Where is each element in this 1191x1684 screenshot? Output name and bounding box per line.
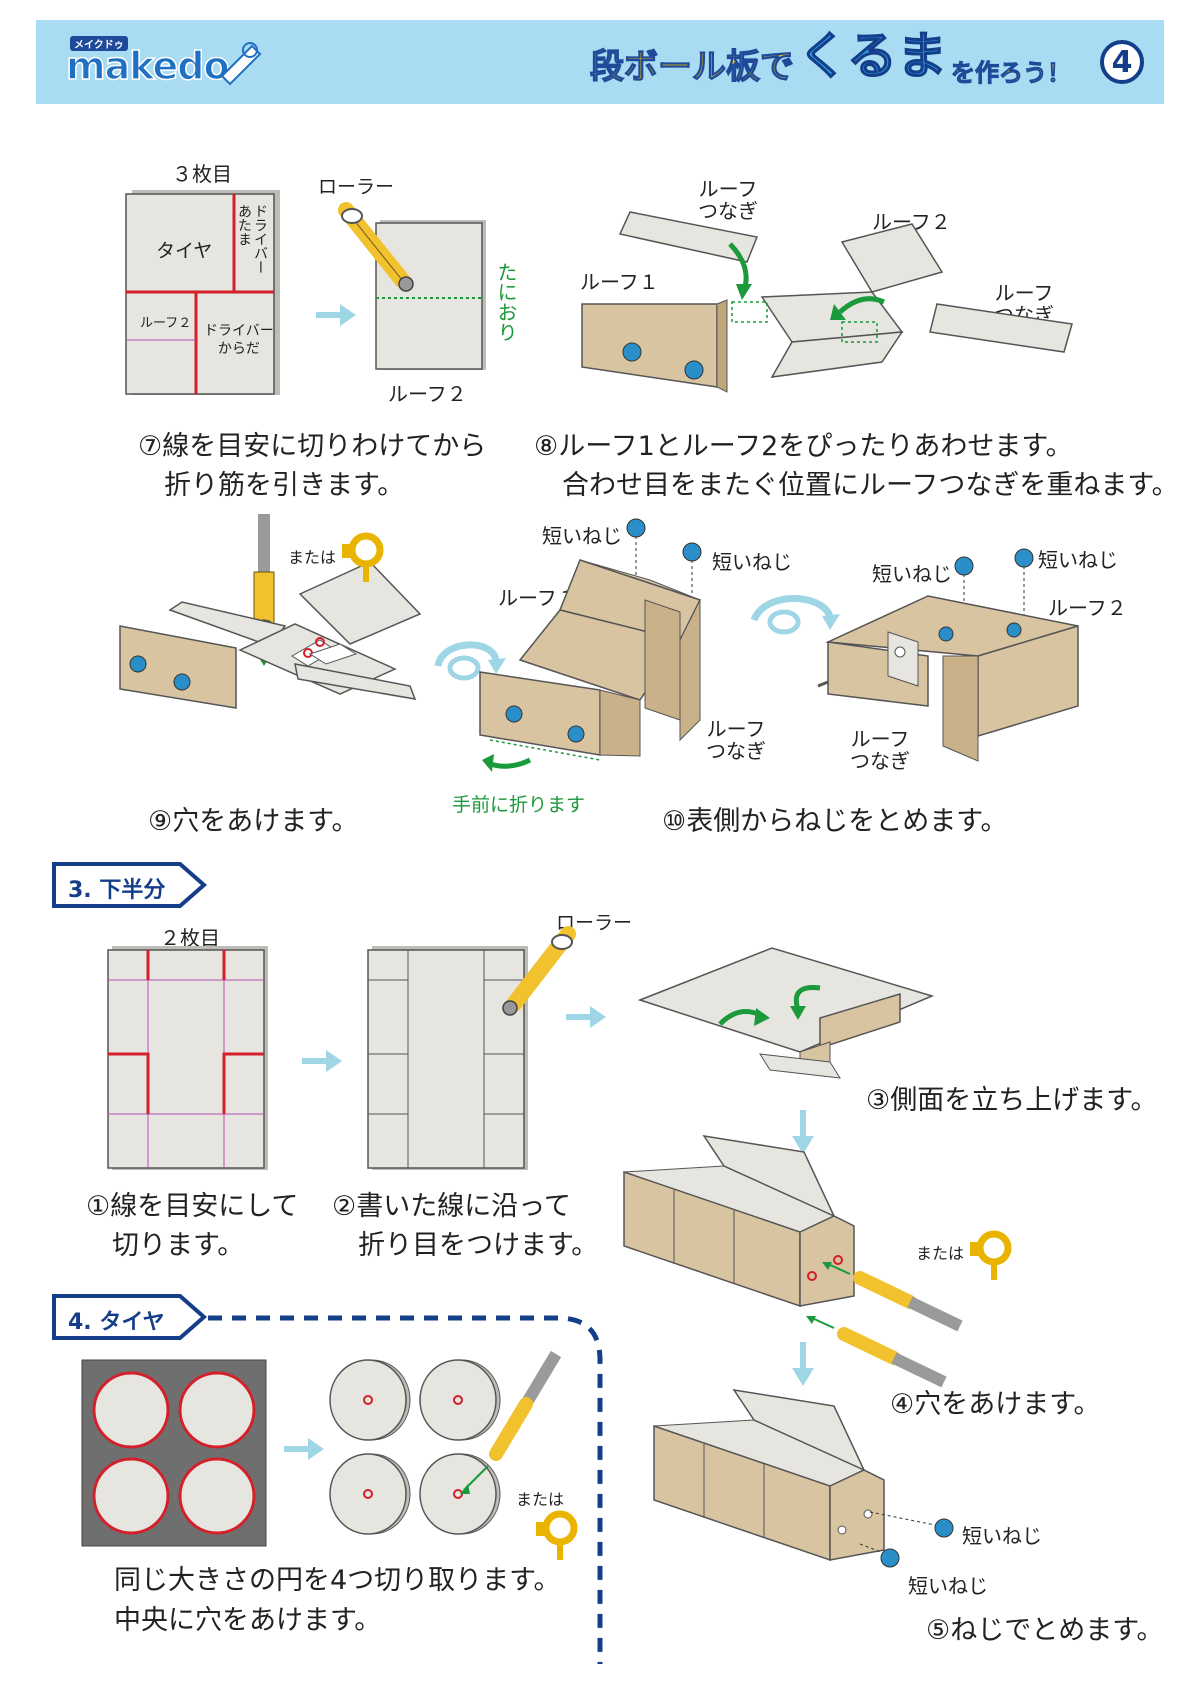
step9-text: ⑨穴をあけます。: [148, 806, 359, 837]
s3-step1-line2: 切ります。: [112, 1230, 245, 1261]
sheet3-part-tire: タイヤ: [156, 240, 213, 262]
short-screw-label-6: 短いねじ: [908, 1574, 988, 1598]
s4-line2: 中央に穴をあけます。: [114, 1605, 382, 1636]
short-screw-label-3: 短いねじ: [872, 562, 952, 586]
or-label-step9: または: [288, 548, 337, 567]
rotate-arrow-icon-2: [750, 595, 840, 635]
title-part1: 段ボール板で: [589, 46, 794, 87]
roof2-sheet-label: ルーフ２: [388, 382, 467, 406]
sheet3-part-roof2: ルーフ２: [140, 316, 192, 331]
hand-drill-icon-3: [536, 1510, 578, 1560]
short-screw-label-2: 短いねじ: [712, 550, 792, 574]
down-arrow-icon-1: [792, 1110, 814, 1154]
roof2-label-mid: ルーフ２: [1048, 596, 1127, 620]
tire-sheet-diagram: [81, 1359, 267, 1547]
or-label-step4: または: [916, 1244, 965, 1263]
roof-connector-mid-label-2: ルーフつなぎ: [850, 727, 910, 773]
section3-label: 3. 下半分: [68, 878, 166, 903]
roller-icon-2: [502, 926, 576, 1016]
step9-diagram: [119, 514, 422, 709]
or-label-step-tire: または: [516, 1490, 565, 1509]
short-screw-label-1: 短いねじ: [542, 524, 622, 548]
title-part2: を作ろう！: [951, 59, 1072, 88]
tire-discs-diagram: [329, 1350, 562, 1535]
logo-small-text: メイクドゥ: [70, 36, 128, 51]
roof-connector-mid-label: ルーフつなぎ: [706, 717, 766, 763]
right-arrow-icon-4: [284, 1438, 324, 1460]
right-arrow-icon-2: [302, 1050, 342, 1072]
roof1-label-top: ルーフ１: [580, 270, 659, 294]
hand-drill-icon: [342, 532, 384, 582]
right-arrow-icon-3: [566, 1006, 606, 1028]
rotate-arrow-icon: [434, 641, 506, 681]
sheet3-part-driver-head: ドライバーあたま: [236, 204, 268, 274]
step5-diagram: [653, 1388, 885, 1562]
step7-line1: ⑦線を目安に切りわけてから: [138, 431, 487, 462]
roller-icon: [338, 202, 414, 292]
s3-step3: ③側面を立ち上げます。: [866, 1085, 1158, 1116]
title-big: くるま: [797, 26, 948, 86]
sheet3-diagram: [125, 190, 280, 395]
roller-label-2: ローラー: [556, 912, 633, 934]
step10-right-diagram: [817, 548, 1079, 762]
awl-icons: [806, 1262, 963, 1388]
logo-text: makedo: [65, 43, 230, 89]
step10-left-diagram: [479, 518, 702, 772]
right-arrow-icon: [316, 304, 356, 326]
section4-dashed-border: [208, 1315, 603, 1664]
header-banner: [36, 20, 1164, 104]
step7-line2: 折り筋を引きます。: [164, 470, 405, 501]
short-screw-label-5: 短いねじ: [962, 1524, 1042, 1548]
roof-connector-top-label: ルーフつなぎ: [698, 177, 758, 223]
section4-badge: 4. タイヤ: [52, 1294, 212, 1340]
s3-step2-line1: ②書いた線に沿って: [332, 1191, 571, 1222]
step10-text: ⑩表側からねじをとめます。: [662, 806, 1008, 837]
makedo-logo: メイクドゥ makedo: [65, 36, 262, 89]
s3-step2-line2: 折り目をつけます。: [358, 1230, 599, 1261]
step3-diagram: [637, 947, 935, 1079]
screw-icons: [859, 1511, 954, 1568]
short-screw-label-4: 短いねじ: [1038, 548, 1118, 572]
fold-forward-label: 手前に折ります: [452, 794, 586, 816]
roller-label: ローラー: [318, 176, 395, 198]
logo-tool-icon: [220, 42, 262, 86]
section4-label: 4. タイヤ: [68, 1310, 165, 1335]
roof2-sheet-diagram: [375, 220, 486, 370]
sheet3-label: ３枚目: [172, 162, 232, 186]
s3-step4: ④穴をあけます。: [890, 1389, 1101, 1420]
step8-line2: 合わせ目をまたぐ位置にルーフつなぎを重ねます。: [562, 470, 1179, 501]
s3-step5: ⑤ねじでとめます。: [926, 1615, 1164, 1646]
sheet3-part-driver-body: ドライバーからだ: [204, 323, 274, 357]
step8-diagram: [581, 211, 1073, 393]
valley-fold-label: たにおり: [494, 262, 518, 342]
s4-line1: 同じ大きさの円を4つ切り取ります。: [114, 1565, 561, 1596]
sheet2-fold-diagram: [367, 946, 528, 1170]
step8-line1: ⑧ルーフ1とルーフ2をぴったりあわせます。: [534, 431, 1073, 462]
down-arrow-icon-2: [792, 1342, 814, 1386]
page-number-badge: 4: [1100, 40, 1144, 84]
s3-step1-line1: ①線を目安にして: [86, 1191, 299, 1222]
step4-diagram: [623, 1134, 855, 1308]
page-title: 段ボール板で くるま を作ろう！: [589, 26, 1072, 88]
sheet2-cut-diagram: [107, 946, 268, 1170]
section3-badge: 3. 下半分: [52, 862, 212, 908]
hand-drill-icon-2: [970, 1230, 1012, 1280]
